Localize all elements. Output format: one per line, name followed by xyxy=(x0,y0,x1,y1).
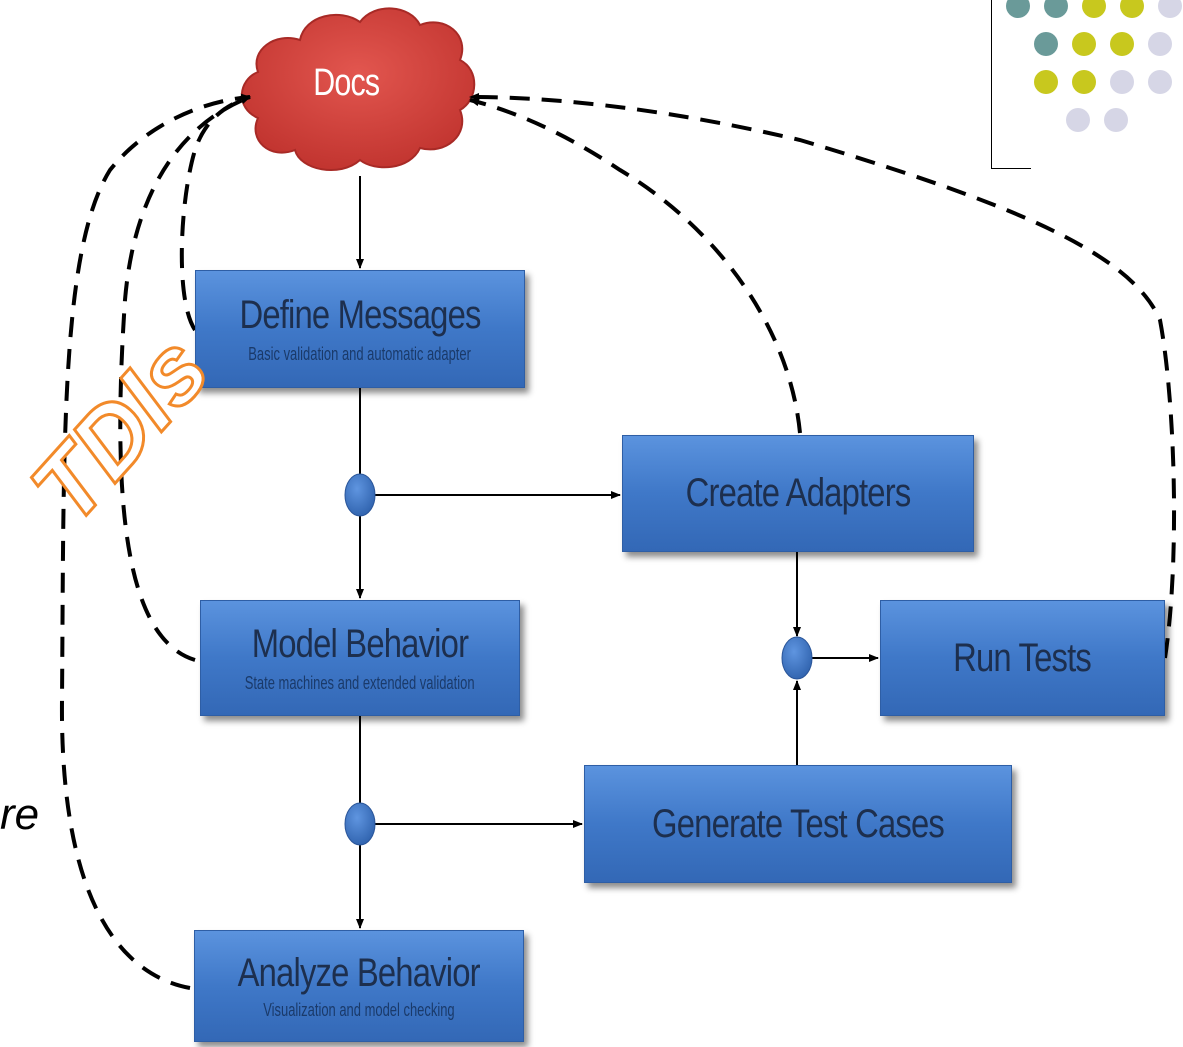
decorative-dot xyxy=(1044,0,1068,18)
run-tests-title: Run Tests xyxy=(953,635,1093,680)
divider-line-foot xyxy=(991,168,1031,169)
dashed-run-to-docs xyxy=(469,93,1177,659)
create-adapters-box: Create Adapters xyxy=(622,435,974,552)
decorative-dot xyxy=(1148,32,1172,56)
junction-node-2 xyxy=(344,802,376,846)
decorative-dot xyxy=(1034,70,1058,94)
docs-label: Docs xyxy=(313,62,380,104)
decorative-dot xyxy=(1120,0,1144,18)
junction-node-1 xyxy=(344,473,376,517)
run-tests-box: Run Tests xyxy=(880,600,1165,716)
decorative-dot xyxy=(1006,0,1030,18)
generate-test-cases-title: Generate Test Cases xyxy=(652,801,945,846)
decorative-dot xyxy=(1110,32,1134,56)
model-behavior-box: Model Behavior State machines and extend… xyxy=(200,600,520,716)
decorative-dot xyxy=(1110,70,1134,94)
decorative-dot xyxy=(1072,70,1096,94)
define-messages-title: Define Messages xyxy=(239,293,481,337)
decorative-dot xyxy=(1158,0,1182,18)
analyze-behavior-title: Analyze Behavior xyxy=(237,951,481,995)
create-adapters-title: Create Adapters xyxy=(685,471,912,515)
dashed-analyze-to-docs xyxy=(59,93,251,990)
define-messages-box: Define Messages Basic validation and aut… xyxy=(195,270,525,388)
decorative-dot xyxy=(1072,32,1096,56)
dashed-model-to-docs xyxy=(118,95,251,662)
divider-line xyxy=(991,0,992,168)
define-messages-subtitle: Basic validation and automatic adapter xyxy=(248,344,472,364)
decorative-dot xyxy=(1066,108,1090,132)
analyze-behavior-subtitle: Visualization and model checking xyxy=(263,1000,455,1020)
dashed-adapters-to-docs xyxy=(469,98,802,434)
model-behavior-title: Model Behavior xyxy=(251,622,469,666)
decorative-dot-grid xyxy=(1006,0,1183,132)
decorative-dot xyxy=(1148,70,1172,94)
generate-test-cases-box: Generate Test Cases xyxy=(584,765,1012,883)
analyze-behavior-box: Analyze Behavior Visualization and model… xyxy=(194,930,524,1042)
clipped-edge-text: re xyxy=(0,790,40,839)
docs-cloud xyxy=(240,7,476,172)
model-behavior-subtitle: State machines and extended validation xyxy=(245,673,475,693)
junction-node-3 xyxy=(781,636,813,680)
decorative-dot xyxy=(1034,32,1058,56)
decorative-dot xyxy=(1104,108,1128,132)
decorative-dot xyxy=(1082,0,1106,18)
